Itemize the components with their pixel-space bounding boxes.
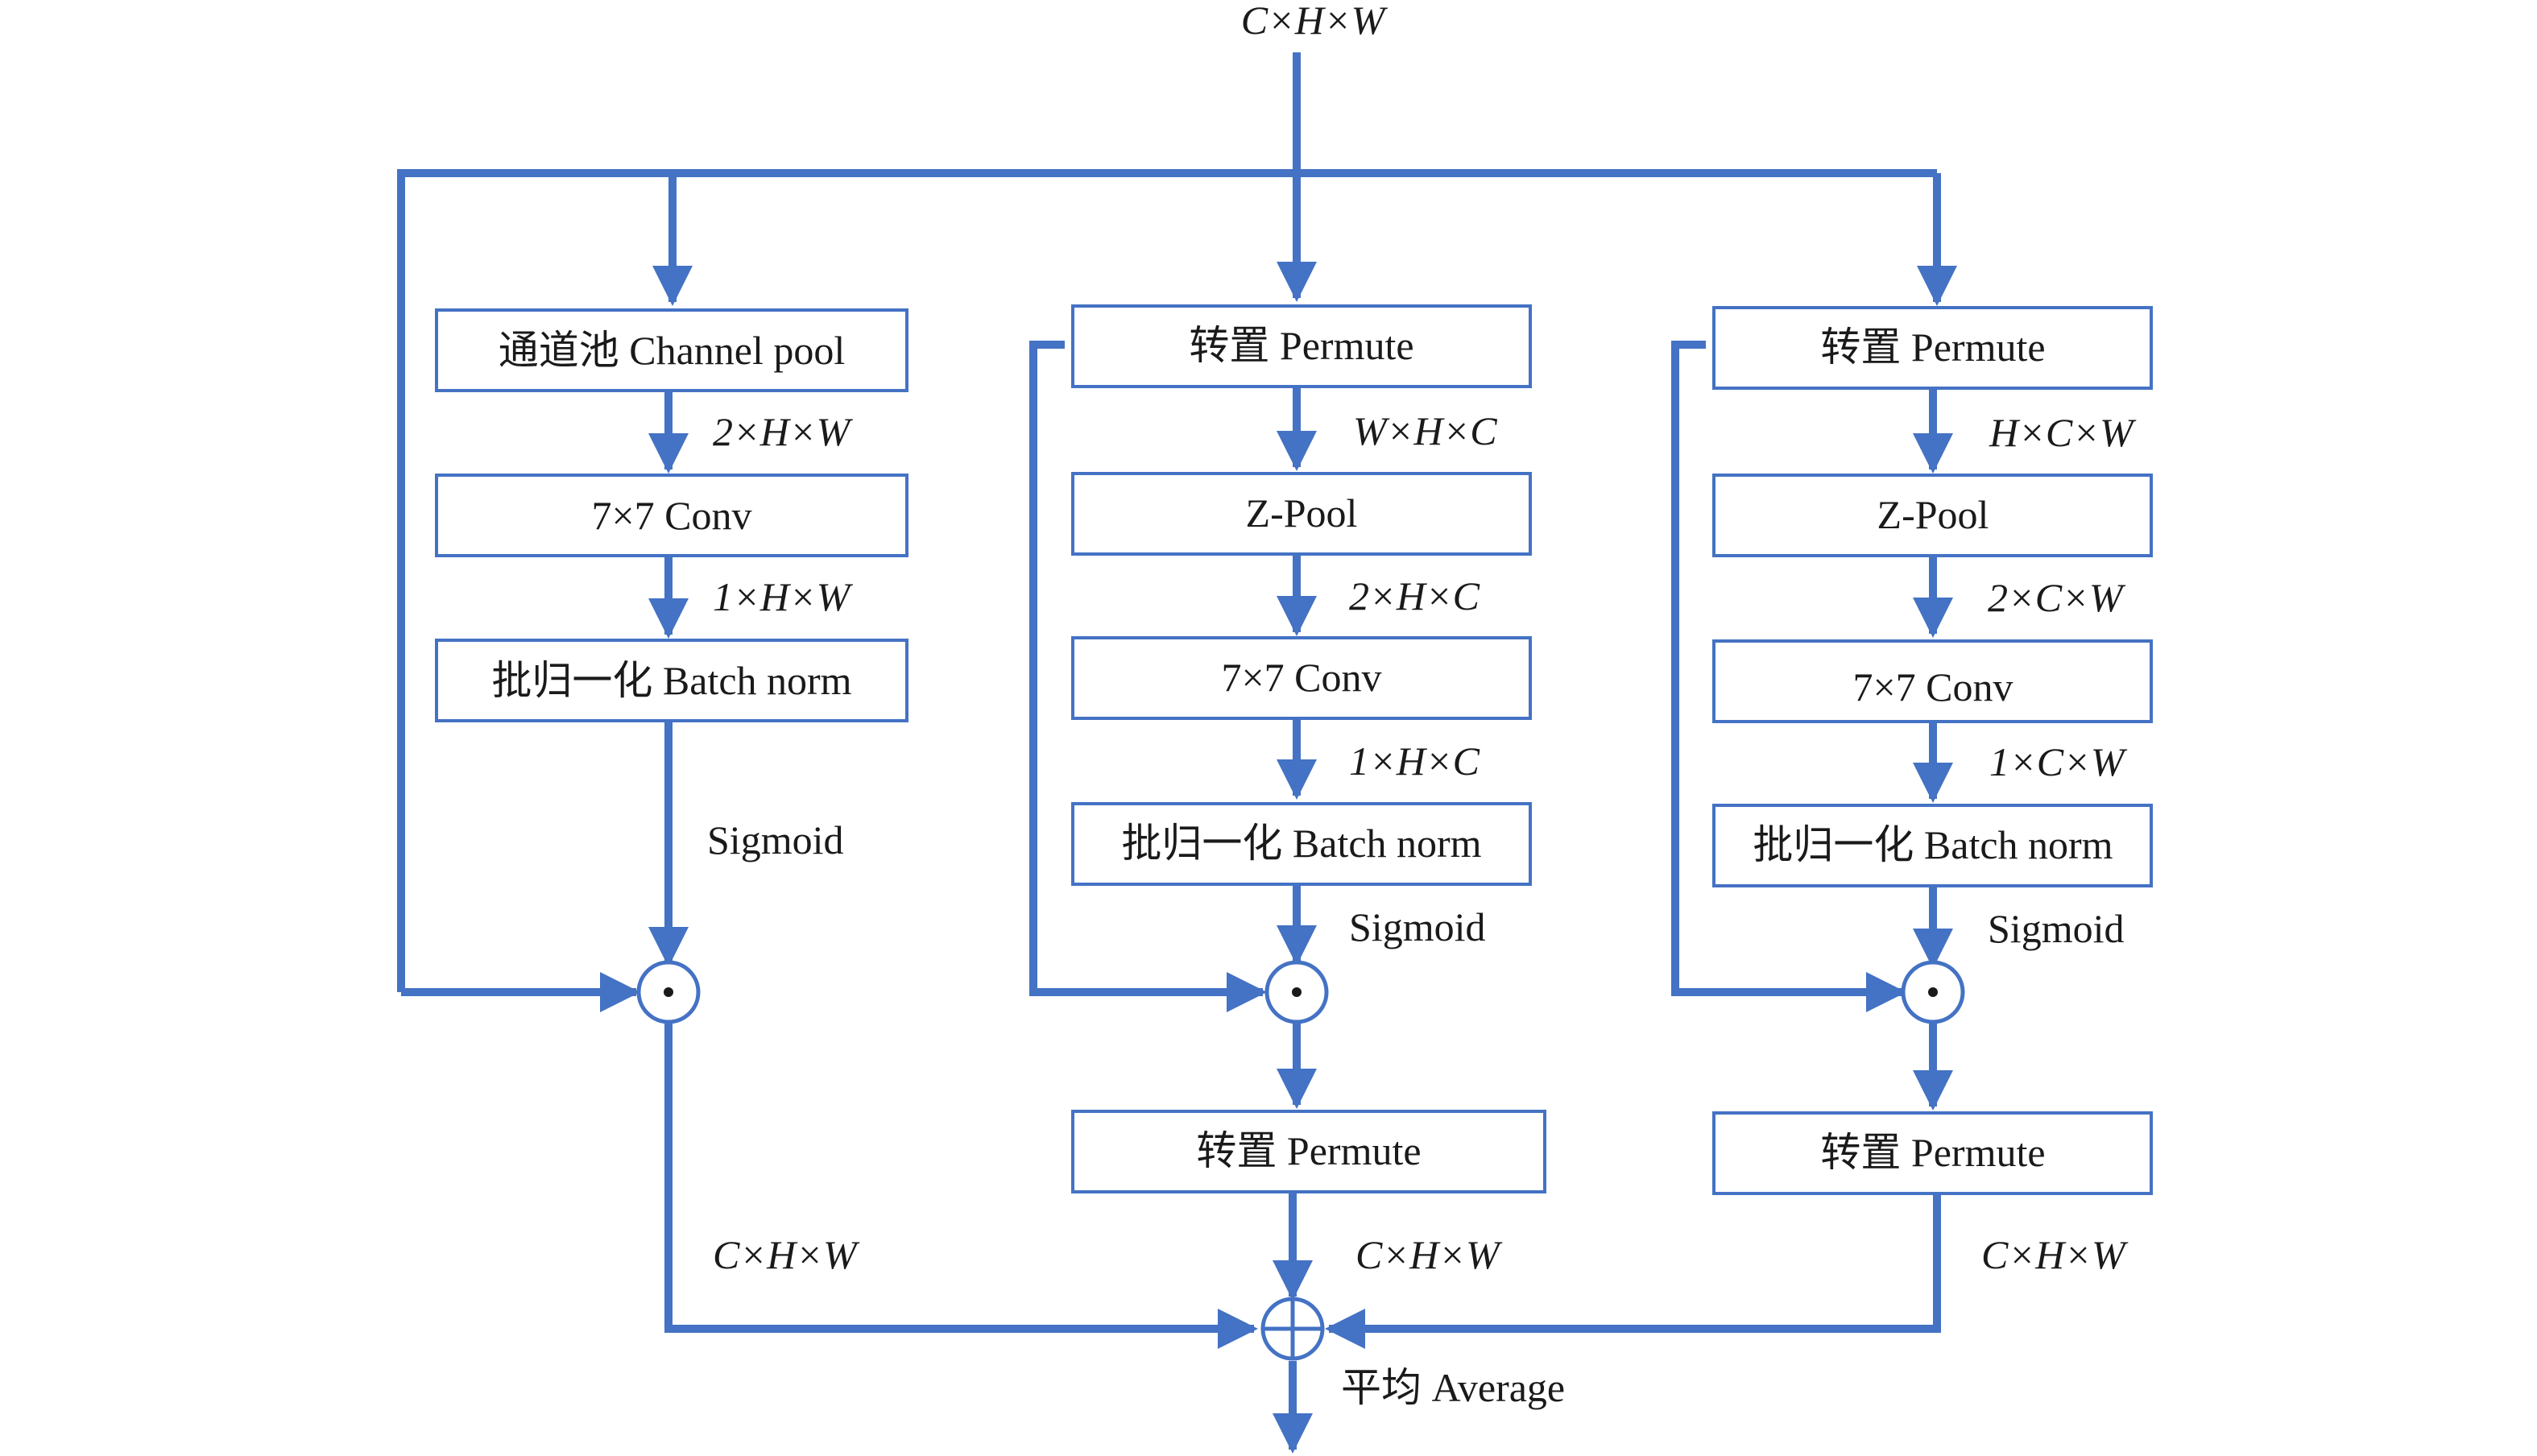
b2-out-dim-label: C×H×W xyxy=(1355,1232,1503,1277)
b2-batchnorm-label: 批归一化 Batch norm xyxy=(1121,821,1481,866)
b2-conv-label: 7×7 Conv xyxy=(1221,655,1381,700)
input-dim-label: C×H×W xyxy=(1241,0,1389,43)
b2-batchnorm-box xyxy=(1071,802,1532,886)
b3-to-sum xyxy=(1325,1192,1941,1349)
b2-zpool-label: Z-Pool xyxy=(1246,490,1358,536)
distribution-bus xyxy=(397,169,1937,992)
b2-dim1-label: 2×H×C xyxy=(1349,573,1480,618)
b3-multiply-node xyxy=(1901,960,1965,1024)
b2-permute-out-box xyxy=(1071,1110,1546,1193)
b1-channel-pool-box xyxy=(435,308,908,392)
b1-dim2-label: 1×H×W xyxy=(713,574,854,619)
b1-sigmoid-label: Sigmoid xyxy=(707,817,843,862)
b1-batchnorm-label: 批归一化 Batch norm xyxy=(491,658,851,703)
b1-multiply-node xyxy=(636,960,701,1024)
b2-permute-out-label: 转置 Permute xyxy=(1196,1128,1421,1173)
b2-zpool-box xyxy=(1071,472,1532,556)
b1-channel-pool-label: 通道池 Channel pool xyxy=(499,328,846,373)
b2-dim0-label: W×H×C xyxy=(1353,408,1497,453)
b1-conv-label: 7×7 Conv xyxy=(591,493,751,538)
b3-conv-box xyxy=(1712,639,2153,723)
b3-permute-box xyxy=(1712,306,2153,390)
b1-dim1-label: 2×H×W xyxy=(713,409,854,454)
b3-batchnorm-box xyxy=(1712,804,2153,887)
b3-out-dim-label: C×H×W xyxy=(1981,1232,2129,1277)
b3-batchnorm-label: 批归一化 Batch norm xyxy=(1753,822,2113,867)
b3-dim0-label: H×C×W xyxy=(1989,410,2137,455)
b3-dim2-label: 1×C×W xyxy=(1989,739,2128,784)
b2-sigmoid-label: Sigmoid xyxy=(1349,904,1485,949)
b2-permute-box xyxy=(1071,304,1532,388)
b1-conv-box xyxy=(435,474,908,557)
b3-sigmoid-label: Sigmoid xyxy=(1988,906,2124,951)
sum-node xyxy=(1260,1297,1325,1361)
b2-permute-label: 转置 Permute xyxy=(1189,323,1413,368)
b2-conv-box xyxy=(1071,636,1532,720)
b3-residual xyxy=(1671,341,1906,1012)
b2-dim2-label: 1×H×C xyxy=(1349,738,1480,784)
b3-dim1-label: 2×C×W xyxy=(1988,575,2126,620)
b3-permute-label: 转置 Permute xyxy=(1820,325,2045,370)
b1-out-dim-label: C×H×W xyxy=(713,1232,860,1277)
b3-permute-out-box xyxy=(1712,1111,2153,1195)
b3-conv-label: 7×7 Conv xyxy=(1852,664,2013,709)
b2-multiply-node xyxy=(1264,960,1329,1024)
b3-permute-out-label: 转置 Permute xyxy=(1820,1130,2045,1175)
b3-zpool-label: Z-Pool xyxy=(1877,492,1989,537)
connector-lines xyxy=(397,52,1957,1454)
b2-residual xyxy=(1029,341,1267,1012)
b3-zpool-box xyxy=(1712,474,2153,557)
output-average-label: 平均 Average xyxy=(1341,1365,1565,1410)
b1-batchnorm-box xyxy=(435,639,908,722)
b1-to-sum xyxy=(664,1023,1258,1349)
